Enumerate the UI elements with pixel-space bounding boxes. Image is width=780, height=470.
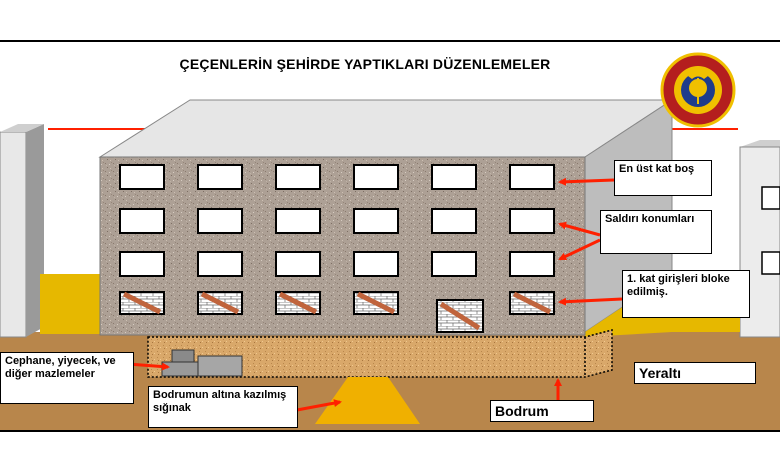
label-basement: Bodrum <box>490 400 594 422</box>
supplies-crates <box>161 349 243 377</box>
building-windows <box>119 164 555 277</box>
marine-corps-seal-icon <box>660 52 736 128</box>
building-facade <box>99 156 586 336</box>
label-shelter: Bodrumun altına kazılmış sığınak <box>148 386 298 428</box>
diagram-canvas <box>0 52 780 430</box>
label-attack-positions: Saldırı konumları <box>600 210 712 254</box>
underground-shelter <box>315 377 420 424</box>
annotation-arrows <box>127 177 623 412</box>
blocked-windows <box>119 291 555 333</box>
label-first-floor-blocked: 1. kat girişleri bloke edilmiş. <box>622 270 750 318</box>
label-top-floor: En üst kat boş <box>614 160 712 196</box>
diagram-title: ÇEÇENLERİN ŞEHİRDE YAPTIKLARI DÜZENLEMEL… <box>179 56 551 72</box>
left-building <box>0 124 100 338</box>
label-supplies: Cephane, yiyecek, ve diğer mazlemeler <box>0 352 134 404</box>
label-underground: Yeraltı <box>634 362 756 384</box>
building-roof <box>98 99 674 158</box>
basement <box>147 329 613 378</box>
